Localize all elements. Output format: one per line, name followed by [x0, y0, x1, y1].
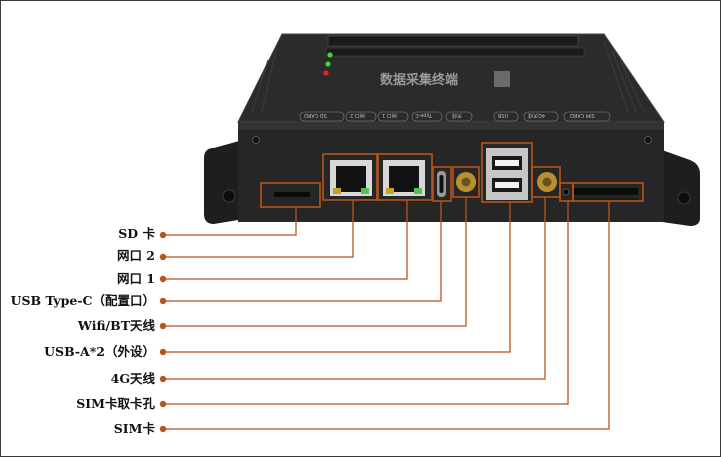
leader-lines: [163, 197, 610, 430]
port-label-band: [299, 111, 611, 122]
sd-slot: [274, 192, 310, 197]
highlight-boxes: [260, 142, 644, 208]
sd-highlight: [260, 182, 321, 208]
device-port-label: USB: [498, 112, 509, 118]
screw-icon: [644, 136, 652, 144]
sim-slot: [572, 188, 638, 195]
leader-lan2: [163, 200, 354, 258]
led-red-icon: [323, 70, 329, 76]
led-green-icon: [325, 61, 331, 67]
left-ear-hole-icon: [222, 189, 236, 203]
device-title: 数据采集终端: [380, 72, 458, 88]
label-lan-2: 网口 2: [116, 248, 155, 263]
sim-highlight: [572, 182, 644, 202]
device-port-label: 4G天线: [528, 112, 546, 118]
leader-dot-icon: [159, 322, 167, 330]
usbc-highlight: [432, 166, 452, 202]
leader-usbc: [163, 201, 442, 302]
device-port-label: 网口 2: [350, 112, 365, 118]
led-green-icon: [327, 52, 333, 58]
device-port-label: Type-C: [415, 112, 432, 118]
leader-dot-icon: [159, 253, 167, 261]
sim-eject-hole-icon: [562, 188, 570, 196]
leader-dot-icon: [159, 231, 167, 239]
leader-wifi: [163, 197, 467, 327]
leader-dot-icon: [159, 297, 167, 305]
label-4g-antenna: 4G天线: [110, 371, 155, 386]
leader-dots: [159, 231, 167, 433]
logo-icon: [494, 71, 510, 87]
device-port-label: SIM CARD: [570, 112, 595, 118]
terminal-strip: [327, 35, 579, 47]
lan1-highlight: [377, 153, 433, 201]
device-port-label: 网口 1: [382, 112, 397, 118]
leader-simhole: [163, 201, 569, 405]
label-usb-type-c: USB Type-C（配置口）: [10, 293, 155, 308]
top-fins: [251, 41, 645, 113]
right-mounting-ear: [662, 150, 700, 226]
label-usb-a: USB-A*2（外设）: [44, 344, 155, 359]
leader-4g: [163, 197, 546, 380]
screw-icon: [252, 136, 260, 144]
leader-sim: [163, 201, 610, 430]
leader-sd: [163, 207, 297, 236]
leader-lan1: [163, 200, 408, 280]
label-sim-eject-hole: SIM卡取卡孔: [76, 396, 155, 411]
right-ear-hole-icon: [677, 191, 691, 205]
leader-dot-icon: [159, 275, 167, 283]
leader-dot-icon: [159, 400, 167, 408]
lan2-highlight: [322, 153, 378, 201]
device-port-label: 天线: [452, 112, 463, 118]
leader-dot-icon: [159, 375, 167, 383]
label-sim-card: SIM卡: [113, 421, 155, 436]
leader-dot-icon: [159, 348, 167, 356]
device-port-label: SD CARD: [304, 112, 327, 118]
usb-a-ports: [486, 148, 528, 200]
label-lan-1: 网口 1: [116, 271, 155, 286]
leader-dot-icon: [159, 425, 167, 433]
label-wifi-bt-antenna: Wifi/BT天线: [77, 318, 155, 333]
leader-usba: [163, 202, 511, 353]
4g-highlight: [531, 166, 561, 198]
label-sd-card: SD 卡: [118, 226, 155, 241]
